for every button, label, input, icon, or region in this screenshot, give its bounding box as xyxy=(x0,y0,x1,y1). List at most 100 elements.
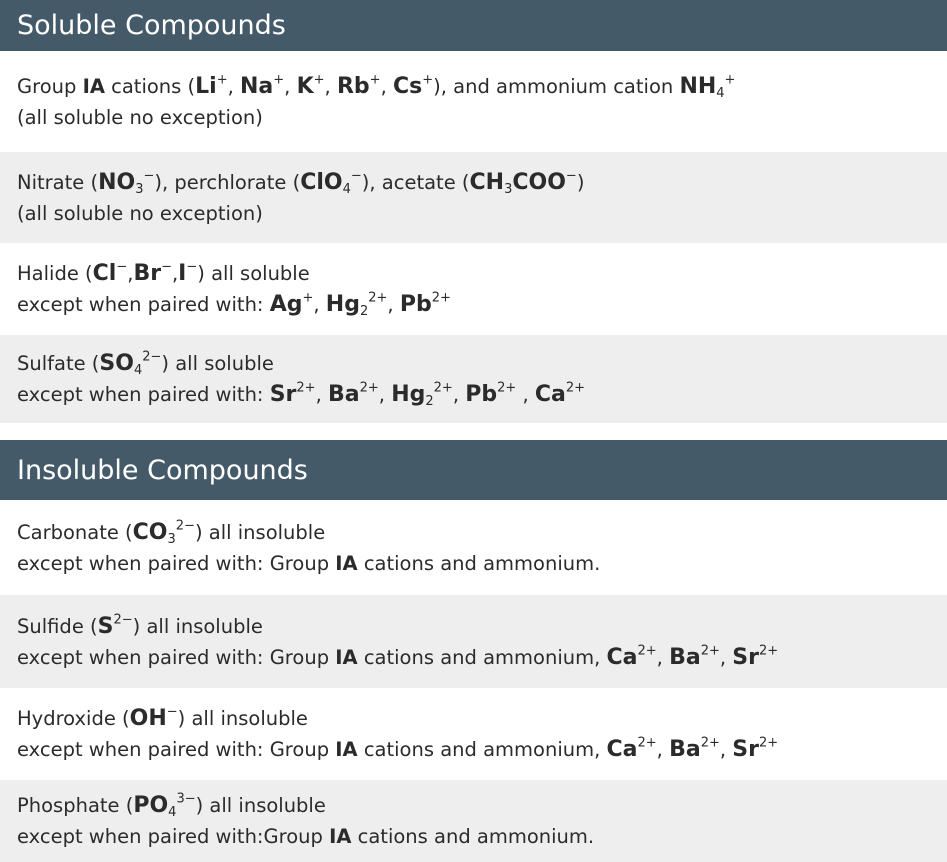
superscript: 2+ xyxy=(637,735,657,751)
formula-text: Ba xyxy=(327,382,360,407)
text-segment: , xyxy=(378,383,392,406)
text-segment: Nitrate ( xyxy=(17,170,99,194)
text-segment: , xyxy=(516,383,535,406)
formula-text: K xyxy=(296,73,314,99)
text-segment: , xyxy=(284,74,297,98)
subscript: 3 xyxy=(135,181,144,197)
superscript: 2+ xyxy=(637,642,657,658)
subscript: 3 xyxy=(504,181,513,197)
formula-text: Ca xyxy=(606,644,638,670)
formula-text: Cs xyxy=(392,73,423,99)
superscript: − xyxy=(116,259,128,275)
text-segment: ) all soluble xyxy=(197,262,310,285)
bold-text: IA xyxy=(335,551,358,575)
table-row: Sulfide (S2−) all insoluble except when … xyxy=(0,595,947,688)
row-line: except when paired with:Group IA cations… xyxy=(17,821,939,852)
superscript: 2+ xyxy=(700,642,720,658)
formula-text: Ca xyxy=(534,382,566,407)
superscript: + xyxy=(302,290,314,306)
text-segment: except when paired with: Group xyxy=(17,551,336,575)
formula-text: Hg xyxy=(391,382,426,407)
superscript: 2− xyxy=(175,517,195,533)
formula-text: SO xyxy=(99,351,134,376)
text-segment: except when paired with:Group xyxy=(17,825,330,848)
superscript: − xyxy=(565,167,577,183)
superscript: 2+ xyxy=(433,380,453,396)
row-line: Phosphate (PO43−) all insoluble xyxy=(17,790,939,821)
superscript: 2+ xyxy=(497,380,517,396)
formula-text: COO xyxy=(512,169,566,195)
formula-text: Na xyxy=(240,73,274,99)
text-segment: ) all insoluble xyxy=(177,707,308,730)
superscript: 2+ xyxy=(431,290,451,306)
text-segment: , xyxy=(656,645,670,669)
bold-text: IA xyxy=(82,74,105,98)
row-line: (all soluble no exception) xyxy=(17,198,939,229)
table-row: Phosphate (PO43−) all insoluble except w… xyxy=(0,780,947,862)
subscript: 4 xyxy=(168,804,177,820)
superscript: − xyxy=(143,167,155,183)
superscript: − xyxy=(186,259,198,275)
row-line: Nitrate (NO3−), perchlorate (ClO4−), ace… xyxy=(17,167,939,198)
subscript: 4 xyxy=(342,181,351,197)
row-line: Group IA cations (Li+, Na+, K+, Rb+, Cs+… xyxy=(17,71,939,102)
formula-text: NH xyxy=(679,73,717,99)
text-segment: Sulfate ( xyxy=(17,352,100,375)
text-segment: except when paired with: Group xyxy=(17,645,336,669)
formula-text: Pb xyxy=(465,382,498,407)
text-segment: , xyxy=(656,738,670,761)
table-row: Sulfate (SO42−) all soluble except when … xyxy=(0,335,947,423)
section-divider xyxy=(0,423,947,440)
formula-text: Br xyxy=(133,261,162,286)
superscript: 2+ xyxy=(565,380,586,396)
text-segment: ) xyxy=(576,170,585,194)
text-segment: , xyxy=(127,262,134,285)
text-segment: except when paired with: Group xyxy=(17,738,336,761)
row-line: Sulfide (S2−) all insoluble xyxy=(17,611,939,642)
formula-text: Li xyxy=(195,73,217,99)
superscript: + xyxy=(422,71,434,87)
row-line: Hydroxide (OH−) all insoluble xyxy=(17,703,939,734)
superscript: 2− xyxy=(142,349,162,365)
text-segment: , xyxy=(171,262,179,285)
formula-text: Sr xyxy=(732,737,759,762)
superscript: 2− xyxy=(113,611,133,627)
subscript: 2 xyxy=(359,303,369,319)
superscript: 2+ xyxy=(368,290,388,306)
row-line: except when paired with: Group IA cation… xyxy=(17,734,939,765)
superscript: − xyxy=(350,167,362,183)
formula-text: Rb xyxy=(336,73,370,99)
insoluble-section-title: Insoluble Compounds xyxy=(17,454,308,486)
table-row: Hydroxide (OH−) all insoluble except whe… xyxy=(0,688,947,780)
text-segment: , xyxy=(719,738,733,761)
soluble-section: Soluble Compounds Group IA cations (Li+,… xyxy=(0,0,947,423)
formula-text: Ca xyxy=(606,737,638,762)
formula-text: NO xyxy=(98,169,136,195)
superscript: 2+ xyxy=(758,642,779,658)
formula-text: PO xyxy=(133,793,169,818)
text-segment: Group xyxy=(17,74,83,98)
formula-text: Hg xyxy=(325,292,360,317)
superscript: + xyxy=(724,71,736,87)
subscript: 2 xyxy=(425,393,434,409)
text-segment: Carbonate ( xyxy=(17,520,133,544)
formula-text: CO xyxy=(132,519,168,545)
text-segment: cations ( xyxy=(104,74,196,98)
text-segment: cations and ammonium. xyxy=(351,825,595,848)
insoluble-section-header: Insoluble Compounds xyxy=(0,440,947,500)
table-row: Carbonate (CO32−) all insoluble except w… xyxy=(0,500,947,595)
formula-text: Pb xyxy=(399,292,432,317)
superscript: 3− xyxy=(176,791,196,807)
formula-text: Ag xyxy=(269,292,303,317)
formula-text: S xyxy=(97,613,114,639)
text-segment: ), perchlorate ( xyxy=(154,170,301,194)
row-line: except when paired with: Sr2+, Ba2+, Hg2… xyxy=(17,379,939,410)
text-segment: ) all insoluble xyxy=(195,794,326,817)
text-segment: , xyxy=(387,293,400,316)
text-segment: (all soluble no exception) xyxy=(17,201,263,225)
text-segment: , xyxy=(315,383,328,406)
text-segment: , xyxy=(227,74,240,98)
insoluble-section: Insoluble Compounds Carbonate (CO32−) al… xyxy=(0,440,947,862)
subscript: 3 xyxy=(167,531,176,547)
text-segment: Halide ( xyxy=(17,262,93,285)
